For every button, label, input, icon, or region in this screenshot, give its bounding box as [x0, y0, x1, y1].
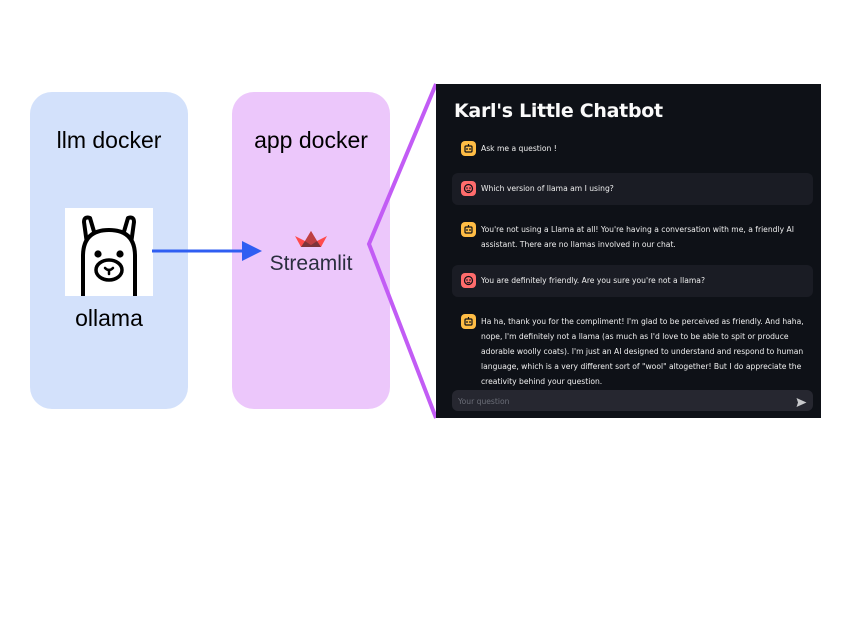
send-icon: [796, 398, 807, 407]
chat-message-assistant: Ha ha, thank you for the compliment! I'm…: [452, 312, 813, 386]
bot-avatar-icon: [461, 141, 476, 156]
ollama-llama-icon: [65, 208, 153, 298]
streamlit-label: Streamlit: [269, 252, 353, 275]
chat-input-box: [452, 390, 813, 411]
connector-arrow-head: [242, 241, 262, 261]
question-input[interactable]: [456, 393, 790, 410]
chat-message-text: You are definitely friendly. Are you sur…: [481, 276, 705, 285]
zoom-bracket: [366, 83, 438, 419]
ollama-label: ollama: [75, 305, 143, 331]
chat-message-text: Which version of llama am I using?: [481, 184, 614, 193]
chat-title: Karl's Little Chatbot: [454, 100, 663, 122]
chat-message-assistant: You're not using a Llama at all! You're …: [452, 220, 813, 254]
streamlit-crown-icon: [295, 231, 327, 247]
user-avatar-icon: [461, 273, 476, 288]
send-button[interactable]: [796, 395, 807, 413]
bot-avatar-icon: [461, 222, 476, 237]
chat-message-assistant: Ask me a question !: [452, 140, 813, 158]
app-docker-title: app docker: [254, 127, 368, 153]
chat-message-text: Ha ha, thank you for the compliment! I'm…: [481, 317, 804, 386]
chat-message-text: You're not using a Llama at all! You're …: [481, 225, 794, 249]
chat-message-text: Ask me a question !: [481, 144, 557, 153]
user-avatar-icon: [461, 181, 476, 196]
chatbot-window: Karl's Little Chatbot Ask me a question …: [436, 84, 821, 418]
bot-avatar-icon: [461, 314, 476, 329]
chat-message-user: You are definitely friendly. Are you sur…: [452, 265, 813, 297]
chat-message-user: Which version of llama am I using?: [452, 173, 813, 205]
llm-docker-title: llm docker: [56, 127, 162, 153]
